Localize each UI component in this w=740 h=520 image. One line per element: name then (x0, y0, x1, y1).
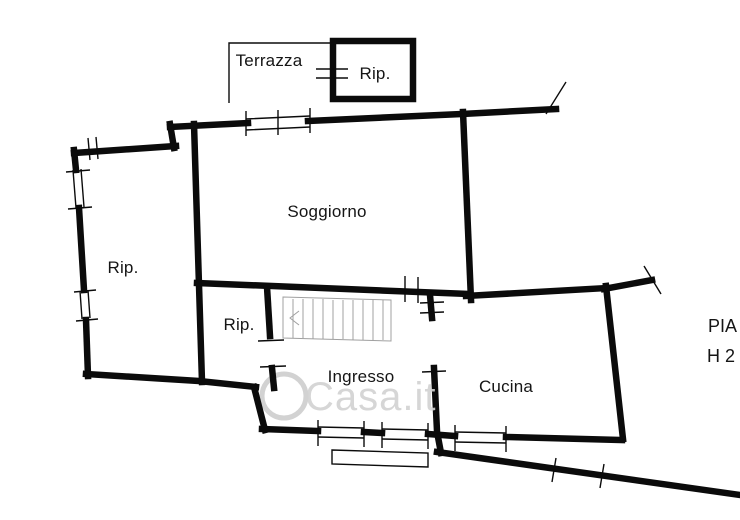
side-text-line1: PIA (708, 316, 738, 336)
stairs (282, 296, 392, 342)
stairs-outline (282, 296, 392, 342)
room-label-rip-small: Rip. (223, 315, 255, 334)
room-label-ingresso: Ingresso (327, 367, 395, 386)
watermark-logo-icon (259, 371, 309, 421)
room-label-terrazza: Terrazza (235, 51, 303, 70)
room-label-soggiorno: Soggiorno (287, 202, 367, 221)
stairs-treads (292, 299, 384, 340)
terrazza-outline (228, 42, 332, 103)
watermark: Casa.it (305, 375, 437, 419)
thick-walls (70, 37, 740, 499)
room-label-rip-top: Rip. (359, 64, 391, 83)
rip-top-room-walls (329, 37, 417, 103)
window-symbols (65, 42, 662, 489)
room-label-rip-left: Rip. (107, 258, 139, 277)
side-text-line2: H 2 (707, 346, 736, 366)
stairs-direction-arrow (289, 310, 300, 326)
room-label-cucina: Cucina (478, 377, 534, 396)
